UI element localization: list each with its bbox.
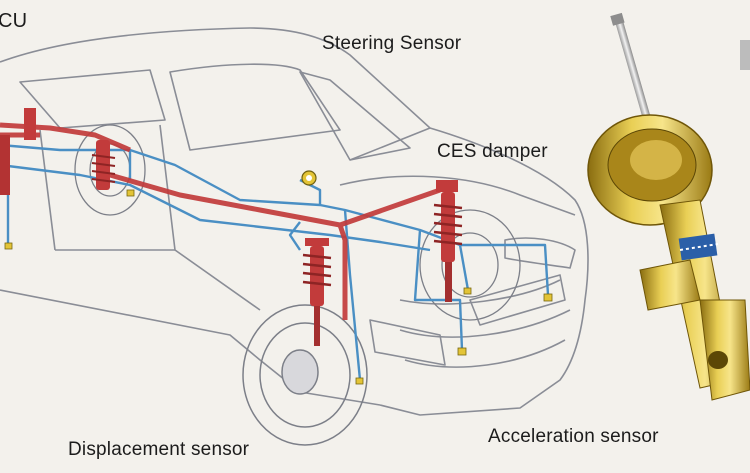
strut-photo	[587, 12, 750, 401]
displacement-damper	[302, 238, 332, 346]
ces-damper-label: CES damper	[437, 141, 548, 162]
front-wheel-inner	[419, 209, 521, 321]
displacement-sensor-label: Displacement sensor	[68, 439, 250, 460]
front-wheel	[242, 304, 368, 446]
steering-sensor-label: Steering Sensor	[322, 33, 462, 54]
acceleration-sensor-label: Acceleration sensor	[488, 426, 659, 447]
steering-sensor	[301, 170, 317, 186]
rear-damper-left	[0, 108, 36, 195]
car-body-outline	[0, 27, 589, 416]
ces-damper	[433, 180, 463, 302]
ecu-label: CU	[0, 10, 28, 32]
rear-damper-right	[91, 140, 116, 190]
sensor-blocks	[4, 189, 553, 385]
